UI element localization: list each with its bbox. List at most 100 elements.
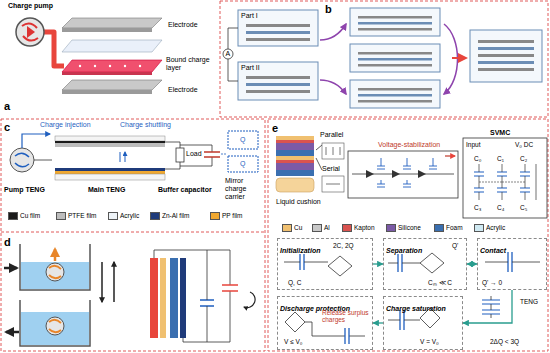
legend-swatch <box>210 212 220 220</box>
electrode-stack <box>62 40 162 52</box>
electrode-stack <box>124 65 126 67</box>
legend-swatch <box>150 212 160 220</box>
annotation-label: SVMC <box>490 129 510 137</box>
stacked-teng-parts <box>358 94 432 97</box>
charge-shuttling-teng <box>55 136 165 141</box>
stacked-teng-parts <box>452 57 466 59</box>
charge-shuttling-teng <box>204 152 220 157</box>
stacked-teng-parts <box>478 61 534 64</box>
annotation-label: Charge shuttling <box>120 121 171 129</box>
annotation-label: Electrode <box>168 21 198 29</box>
voltage-stabilization-circuit <box>377 180 411 187</box>
annotation-label: Q <box>240 160 245 168</box>
mode-circuit-sketches <box>388 320 420 321</box>
annotation-label: TENG <box>520 298 538 305</box>
mode-circuit-sketches <box>285 312 305 332</box>
water-tank-illustration <box>6 331 19 334</box>
legend-item: Kapton <box>342 224 375 232</box>
charge-shuttling-teng <box>228 156 258 172</box>
annotation-label: C₂ <box>520 155 527 162</box>
annotation-label: C₁ <box>497 155 504 162</box>
annotation-label: Part I <box>241 12 258 20</box>
annotation-label: V₀ DC <box>515 141 533 148</box>
charge-shuttling-teng <box>55 143 165 147</box>
charge-shuttling-teng <box>22 134 50 148</box>
charge-pump-symbol <box>44 32 64 66</box>
teng-circuit-illustration <box>207 250 208 342</box>
annotation-label: Electrode <box>168 86 198 94</box>
node-text: Charge pump <box>8 2 53 10</box>
stacked-teng-parts <box>470 30 542 82</box>
legend-text: Acrylic <box>486 224 505 231</box>
liquid-cushion-device <box>276 140 314 143</box>
voltage-stabilization-circuit <box>418 170 426 178</box>
water-tank-illustration <box>4 244 114 346</box>
annotation-label: C₀ <box>474 155 481 162</box>
legend-text: Zn-Al film <box>162 212 189 219</box>
teng-circuit-illustration <box>200 300 214 306</box>
annotation-label: Q <box>240 136 245 144</box>
charge-shuttling-teng <box>221 154 226 155</box>
water-tank-illustration <box>49 266 61 279</box>
mode-circuit-sketches <box>400 310 404 330</box>
electrode-stack <box>79 65 81 67</box>
legend-swatch <box>386 224 396 232</box>
annotation-label: A <box>226 50 231 58</box>
voltage-stabilization-circuit <box>348 151 458 198</box>
annotation-label: Bound charge layer <box>166 56 216 72</box>
legend-text: Acrylic <box>120 212 139 219</box>
legend-swatch <box>56 212 66 220</box>
water-tank-illustration <box>46 263 64 281</box>
annotation-label: Load <box>186 150 202 158</box>
annotation-label: Voltage-stabilization <box>378 141 440 149</box>
legend-swatch <box>8 212 18 220</box>
stacked-teng-parts <box>358 58 432 61</box>
water-tank-illustration <box>21 312 89 345</box>
legend-text: Cu film <box>20 212 40 219</box>
legend-text: Al <box>324 224 330 231</box>
legend-item: Zn-Al film <box>150 212 189 220</box>
legend-text: Foam <box>446 224 463 231</box>
electrode-stack <box>62 18 162 94</box>
component-label: Buffer capacitor <box>158 186 212 194</box>
voltage-stabilization-circuit <box>377 158 437 169</box>
voltage-stabilization-circuit <box>366 170 374 178</box>
node-text: Contact <box>478 246 508 256</box>
teng-circuit-illustration <box>244 292 255 308</box>
panel-letter: b <box>325 3 332 16</box>
charge-shuttling-teng <box>55 168 165 171</box>
liquid-cushion-device <box>276 160 314 163</box>
panel-letter: d <box>4 236 11 249</box>
charge-shuttling-teng <box>55 141 165 143</box>
panel-frames <box>220 1 548 117</box>
node-text: Initialization <box>278 246 322 256</box>
legend-item: Foam <box>434 224 463 232</box>
legend-item: Al <box>312 224 330 232</box>
charge-pump-symbol <box>16 18 64 66</box>
annotation-label: Q, C <box>288 279 301 286</box>
annotation-label: C₅ <box>520 204 527 211</box>
legend-item: Cu <box>282 224 302 232</box>
mode-circuit-sketches <box>300 254 304 270</box>
charge-shuttling-teng <box>55 171 165 174</box>
charge-pump-symbol <box>22 23 38 40</box>
stacked-teng-parts <box>246 83 310 86</box>
electrode-stack <box>62 80 162 90</box>
annotation-label: 2ΔQ < 3Q <box>490 338 519 345</box>
node-text: Buffer capacitor <box>158 186 212 194</box>
panel-frames <box>1 232 265 233</box>
svmc-circuit <box>479 182 525 183</box>
liquid-cushion-device <box>322 143 344 159</box>
stacked-teng-parts <box>358 64 432 67</box>
electrode-stack <box>62 60 162 72</box>
stacked-teng-parts <box>223 8 542 108</box>
annotation-label: Serial <box>322 165 340 173</box>
teng-circuit-illustration <box>154 250 230 342</box>
flow-arrow <box>467 263 477 264</box>
stacked-teng-parts <box>223 49 233 59</box>
legend-swatch <box>342 224 352 232</box>
annotation-label: C₄ <box>497 204 504 211</box>
flow-arrow <box>373 263 383 264</box>
